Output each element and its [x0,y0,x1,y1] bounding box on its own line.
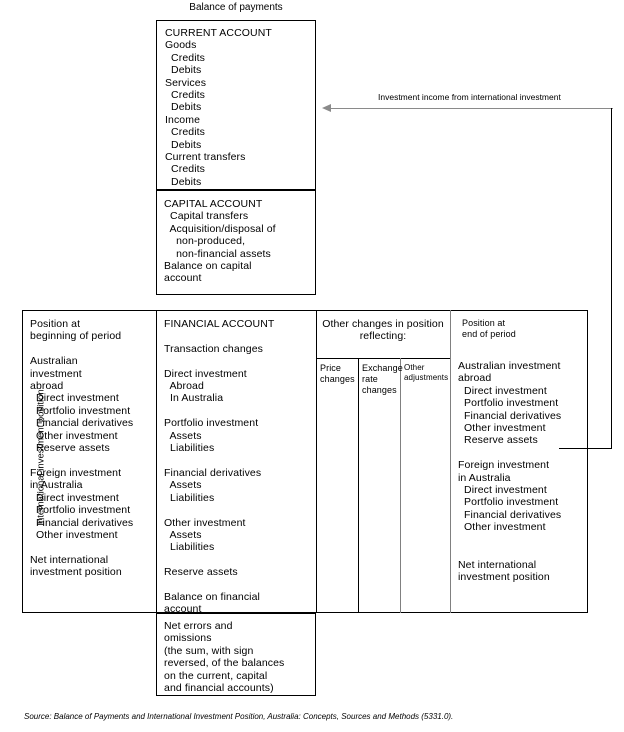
column-price-changes-label: Price changes [320,363,355,384]
column-exchange-rate-changes-label: Exchange rate changes [362,363,403,395]
divider-position-financial [156,310,157,613]
capital-account-text: CAPITAL ACCOUNT Capital transfers Acquis… [164,198,276,285]
column-other-adjustments-label: Other adjustments [404,363,449,382]
divider-financial-otherchanges [316,310,317,613]
arrow-left-icon [322,103,331,112]
financial-account-text: FINANCIAL ACCOUNT Transaction changes Di… [164,318,275,616]
position-end-text: Australian investment abroad Direct inve… [458,360,562,583]
position-end-heading: Position at end of period [462,318,516,339]
divider-otherchanges-endposition [450,310,451,613]
divider-price-exchange [358,358,359,613]
position-beginning-text: Position at beginning of period Australi… [30,318,134,579]
investment-income-connector-vertical [611,108,612,449]
source-note: Source: Balance of Payments and Internat… [24,712,454,721]
investment-income-connector-stub [559,448,612,449]
capital-account-box [156,190,316,295]
investment-income-arrow-label: Investment income from international inv… [378,92,561,102]
investment-income-arrow-shaft [331,108,613,109]
other-changes-header-rule [316,358,450,359]
net-errors-omissions-box [156,613,316,696]
other-changes-heading: Other changes in position reflecting: [322,318,444,343]
net-errors-omissions-text: Net errors and omissions (the sum, with … [164,620,285,695]
current-account-box [156,20,316,190]
current-account-text: CURRENT ACCOUNT Goods Credits Debits Ser… [165,27,272,188]
international-investment-position-row [22,310,588,613]
divider-exchange-other [400,358,401,613]
balance-of-payments-title: Balance of payments [189,2,283,13]
